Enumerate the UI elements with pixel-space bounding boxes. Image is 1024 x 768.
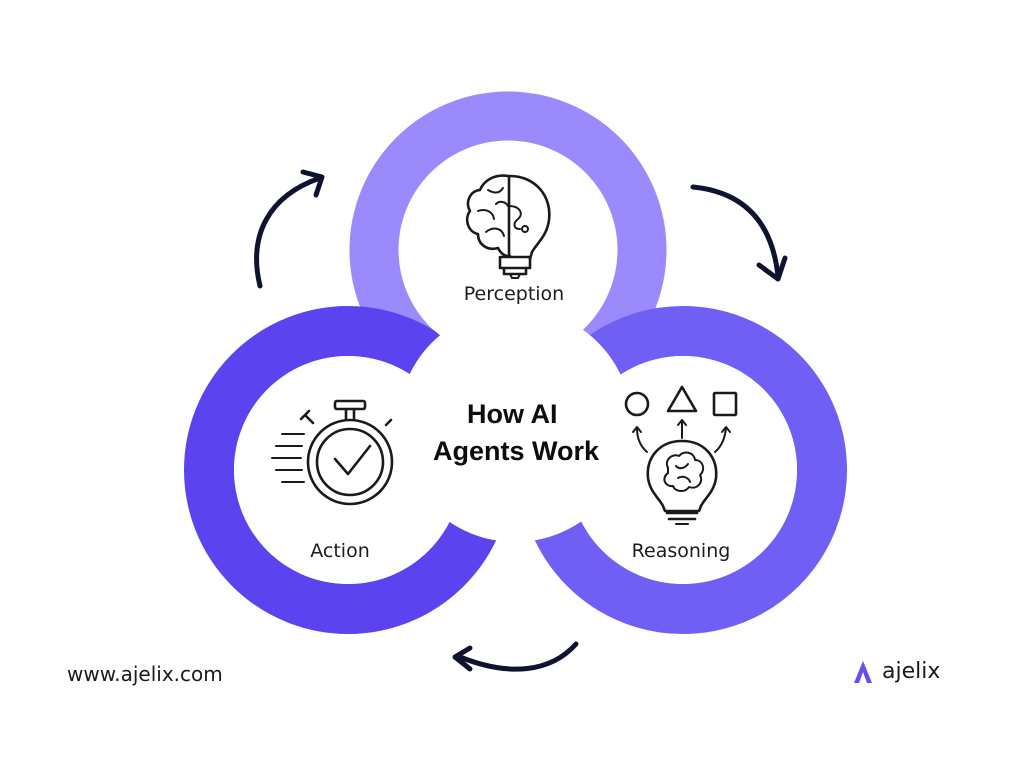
brand-logo: ajelix xyxy=(852,659,940,684)
brain-shapes-icon xyxy=(624,385,738,525)
arrow-action-to-perception xyxy=(254,169,325,289)
action-label: Action xyxy=(310,540,370,562)
arrow-perception-to-reasoning xyxy=(690,184,788,282)
perception-label: Perception xyxy=(464,283,564,305)
brand-name: ajelix xyxy=(882,659,941,684)
brain-lightbulb-icon xyxy=(465,174,551,279)
footer-url[interactable]: www.ajelix.com xyxy=(67,662,223,686)
diagram-title: How AI Agents Work xyxy=(433,399,600,466)
title-line-1: How AI xyxy=(467,399,558,429)
title-line-2: Agents Work xyxy=(433,436,600,466)
ajelix-logo-icon xyxy=(854,660,872,683)
arrow-reasoning-to-action xyxy=(452,641,579,672)
center-disc xyxy=(398,308,632,542)
stopwatch-check-icon xyxy=(271,399,394,506)
reasoning-label: Reasoning xyxy=(632,540,731,562)
